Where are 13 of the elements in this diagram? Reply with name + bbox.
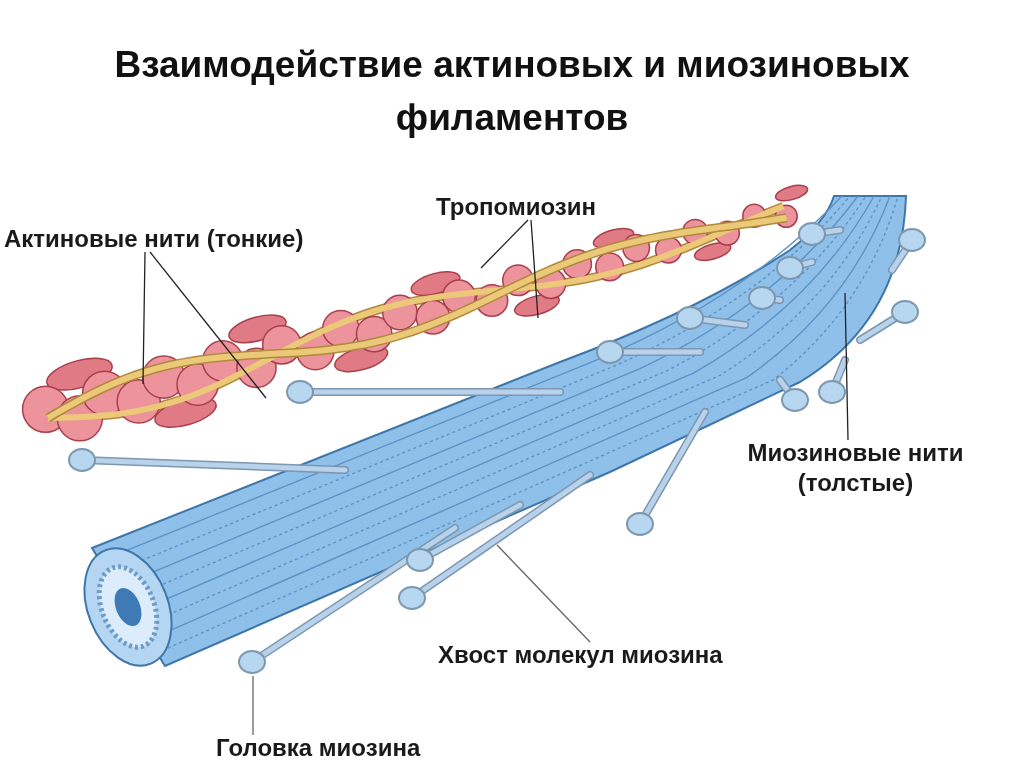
leader-line: [496, 544, 591, 643]
leader-line: [480, 219, 529, 269]
leader-line: [149, 251, 267, 399]
part-label: Миозиновые нити (толстые): [698, 438, 1013, 498]
leader-line: [844, 292, 849, 441]
part-label: Тропомиозин: [436, 192, 666, 222]
part-label: Актиновые нити (тонкие): [4, 224, 424, 254]
part-label: Головка миозина: [216, 733, 536, 763]
leader-line: [530, 219, 539, 319]
diagram-title: Взаимодействие актиновых и миозиновых филаментов: [113, 43, 911, 140]
leader-line: [252, 675, 254, 736]
leader-line: [142, 251, 146, 385]
part-label: Хвост молекул миозина: [438, 640, 858, 670]
